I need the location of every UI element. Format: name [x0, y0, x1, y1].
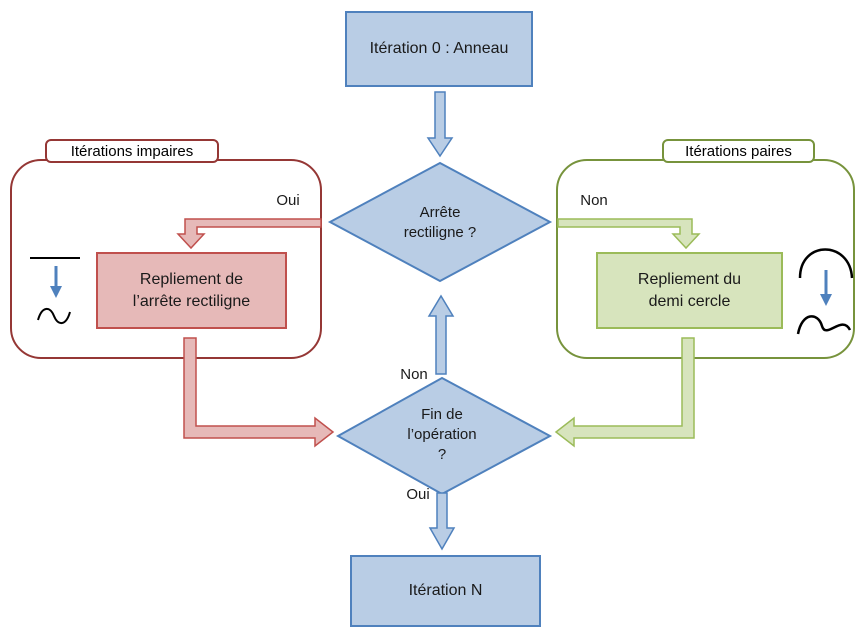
- arrow-yes-to-fold-edge: [176, 218, 322, 250]
- arrow-no-to-fold-half-circle: [557, 218, 701, 250]
- edge-label-yes-left: Oui: [276, 192, 300, 209]
- even-iterations-label: Itérations paires: [662, 139, 815, 163]
- edge-label-no-loop: Non: [400, 366, 428, 383]
- fold-down-arrowhead-left: [50, 286, 62, 298]
- decision-edge-diamond: [327, 161, 553, 283]
- start-box: [345, 11, 533, 87]
- fold-edge-box: [96, 252, 287, 329]
- decision-end-label: Fin de l’opération ?: [407, 406, 477, 463]
- fold-half-circle-label: Repliement du demi cercle: [637, 270, 742, 310]
- wave-icon-left: [37, 308, 71, 324]
- arrow-fold-edge-to-end: [183, 337, 335, 448]
- edge-label-yes-down: Oui: [406, 486, 430, 503]
- arrow-to-end: [428, 492, 456, 551]
- edge-label-no-right: Non: [580, 192, 608, 209]
- half-circle-icon: [798, 248, 854, 279]
- odd-iterations-label: Itérations impaires: [45, 139, 219, 163]
- wave-icon-right: [796, 315, 852, 335]
- end-label: Itération N: [408, 582, 483, 599]
- end-box: [350, 555, 541, 627]
- arrow-fold-half-circle-to-end: [554, 337, 695, 448]
- fold-edge-label: Repliement de l’arrête rectiligne: [132, 270, 251, 310]
- fold-half-circle-box: [596, 252, 783, 329]
- start-label: Itération 0 : Anneau: [369, 40, 509, 57]
- arrow-start-to-decision: [426, 91, 454, 158]
- fold-down-arrowhead-right: [820, 294, 832, 306]
- arrow-loop-up: [427, 294, 455, 375]
- decision-edge-label: Arrête rectiligne ?: [403, 204, 477, 241]
